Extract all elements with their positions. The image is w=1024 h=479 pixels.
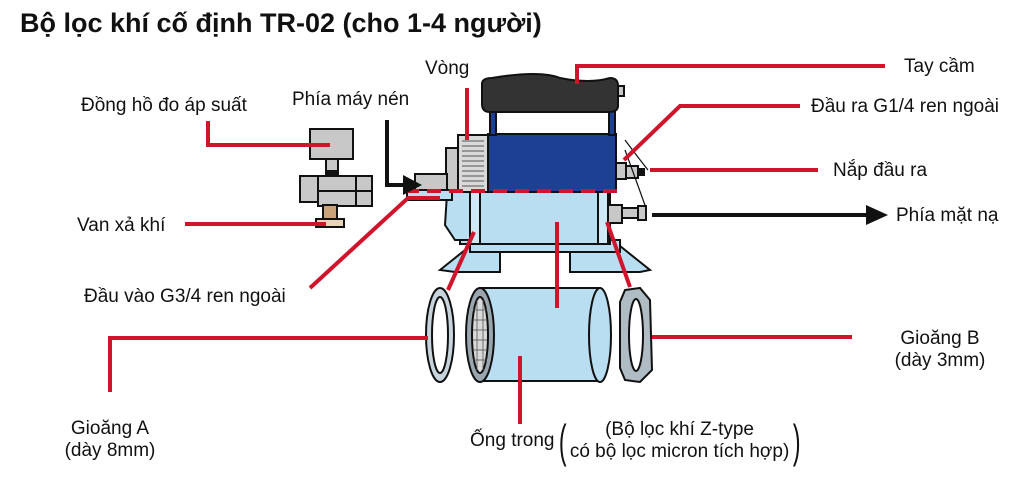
close-paren: ) [793, 415, 801, 467]
leader-gasket-a-housing [446, 231, 476, 291]
label-gasket-b: Gioăng B (dày 3mm) [880, 328, 1000, 372]
label-outlet-cap: Nắp đầu ra [833, 160, 928, 181]
mask-arrow [652, 205, 888, 225]
gasket-b-thickness: (dày 3mm) [894, 350, 986, 371]
gasket-a-name: Gioăng A [70, 418, 150, 439]
label-handle: Tay cầm [904, 56, 975, 77]
leader-pressure-gauge [206, 121, 330, 147]
compressor-arrow [385, 120, 422, 195]
inner-tube-desc-line-2: có bộ lọc micron tích hợp) [569, 441, 790, 462]
label-drain-valve: Van xả khí [77, 215, 166, 236]
upper-body [487, 133, 617, 193]
gasket-b [619, 286, 654, 384]
page-title: Bộ lọc khí cố định TR-02 (cho 1-4 người) [20, 8, 542, 38]
gasket-b-name: Gioăng B [900, 328, 980, 349]
inner-tube-name: Ống trong [470, 430, 555, 451]
leader-lines [108, 64, 885, 424]
gasket-a [425, 287, 455, 383]
label-gasket-a: Gioăng A (dày 8mm) [60, 418, 160, 462]
label-outlet: Đầu ra G1/4 ren ngoài [811, 96, 1000, 117]
inner-tube-description: (Bộ lọc khí Z-type có bộ lọc micron tích… [570, 419, 789, 463]
pressure-gauge-assembly [299, 128, 373, 228]
leader-gasket-b-housing [605, 221, 632, 288]
label-mask-side: Phía mặt nạ [896, 205, 999, 226]
gasket-a-thickness: (dày 8mm) [64, 440, 156, 461]
filter-housing [406, 73, 653, 273]
label-inner-tube: Ống trong ( (Bộ lọc khí Z-type có bộ lọc… [470, 418, 805, 464]
inner-tube-desc-line-1: (Bộ lọc khí Z-type [605, 419, 754, 440]
label-ring: Vòng [425, 58, 470, 79]
inner-tube [465, 287, 612, 383]
outlet-connector [615, 162, 627, 180]
filter-chamber [459, 191, 611, 245]
open-paren: ( [558, 415, 566, 467]
leader-outlet [622, 104, 800, 162]
leader-handle [575, 64, 885, 84]
handle [481, 73, 619, 113]
label-pressure-gauge: Đồng hồ đo áp suất [81, 95, 247, 116]
ring [457, 134, 489, 193]
leader-gasket-a [108, 336, 428, 392]
label-compressor-side: Phía máy nén [292, 89, 410, 110]
label-inlet: Đầu vào G3/4 ren ngoài [84, 286, 286, 307]
leader-inlet [308, 196, 440, 290]
